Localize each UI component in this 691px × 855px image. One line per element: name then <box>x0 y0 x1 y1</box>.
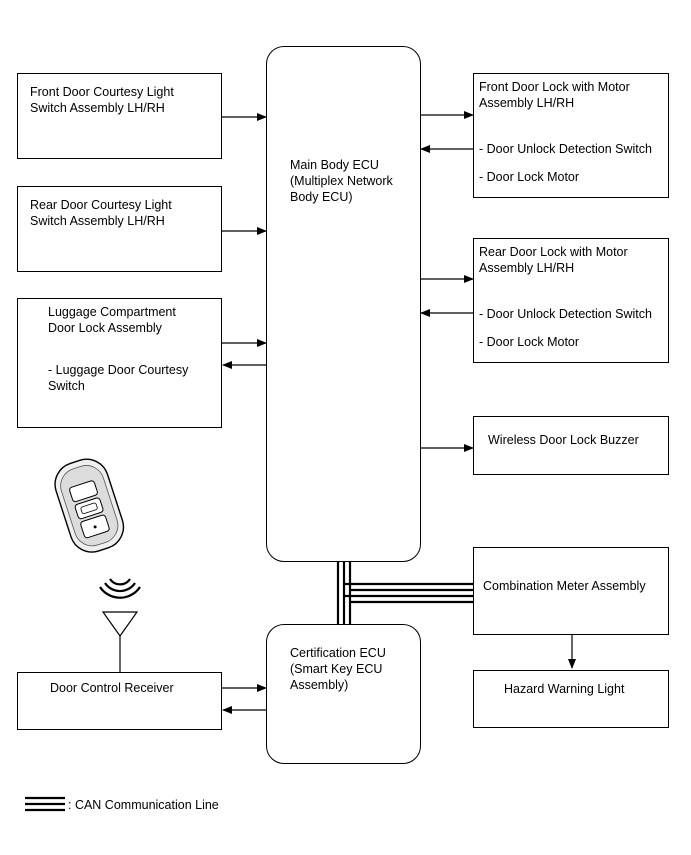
front-door-courtesy-switch-box: Front Door Courtesy Light Switch Assembl… <box>17 73 222 159</box>
antenna-icon <box>101 611 139 672</box>
luggage-title-line1: Luggage Compartment <box>48 305 176 319</box>
main-ecu-title-line1: Main Body ECU <box>290 158 379 172</box>
cert-ecu-title-line3: Assembly) <box>290 678 349 692</box>
hazard-warning-light-box: Hazard Warning Light <box>473 670 669 728</box>
smart-key-icon <box>54 458 125 553</box>
luggage-sub-line2: Switch <box>48 379 85 393</box>
front-door-lock-motor-box: Front Door Lock with Motor Assembly LH/R… <box>473 73 669 198</box>
luggage-compartment-lock-box: Luggage Compartment Door Lock Assembly -… <box>17 298 222 428</box>
buzzer-title: Wireless Door Lock Buzzer <box>488 433 639 447</box>
front-courtesy-title-line2: Switch Assembly LH/RH <box>30 101 165 115</box>
rear-lock-title-line2: Assembly LH/RH <box>479 261 575 275</box>
luggage-title-line2: Door Lock Assembly <box>48 321 162 335</box>
cert-ecu-title-line2: (Smart Key ECU <box>290 662 383 676</box>
radio-wave-icon <box>99 578 141 599</box>
rear-lock-title-line1: Rear Door Lock with Motor <box>479 245 628 259</box>
rear-door-courtesy-switch-box: Rear Door Courtesy Light Switch Assembly… <box>17 186 222 272</box>
legend-can-label: : CAN Communication Line <box>68 798 219 812</box>
front-lock-sub-line2: - Door Lock Motor <box>479 170 580 184</box>
front-courtesy-title-line1: Front Door Courtesy Light <box>30 85 174 99</box>
rear-courtesy-title-line2: Switch Assembly LH/RH <box>30 214 165 228</box>
hazard-title: Hazard Warning Light <box>504 682 625 696</box>
front-lock-sub-line1: - Door Unlock Detection Switch <box>479 142 652 156</box>
front-lock-title-line1: Front Door Lock with Motor <box>479 80 630 94</box>
legend-can-symbol <box>25 796 65 812</box>
cert-ecu-title-line1: Certification ECU <box>290 646 386 660</box>
rear-lock-sub-line2: - Door Lock Motor <box>479 335 580 349</box>
rear-door-lock-motor-box: Rear Door Lock with Motor Assembly LH/RH… <box>473 238 669 363</box>
meter-title: Combination Meter Assembly <box>483 579 646 593</box>
luggage-sub-line1: - Luggage Door Courtesy <box>48 363 189 377</box>
front-lock-title-line2: Assembly LH/RH <box>479 96 575 110</box>
receiver-title: Door Control Receiver <box>50 681 174 695</box>
can-line-vertical <box>336 562 352 624</box>
combination-meter-box: Combination Meter Assembly <box>473 547 669 635</box>
main-ecu-title-line3: Body ECU) <box>290 190 353 204</box>
rear-lock-sub-line1: - Door Unlock Detection Switch <box>479 307 652 321</box>
wireless-door-lock-buzzer-box: Wireless Door Lock Buzzer <box>473 416 669 475</box>
main-ecu-title-line2: (Multiplex Network <box>290 174 393 188</box>
rear-courtesy-title-line1: Rear Door Courtesy Light <box>30 198 172 212</box>
door-control-receiver-box: Door Control Receiver <box>17 672 222 730</box>
main-body-ecu-box: Main Body ECU (Multiplex Network Body EC… <box>266 46 421 562</box>
certification-ecu-box: Certification ECU (Smart Key ECU Assembl… <box>266 624 421 764</box>
can-line-horizontal <box>344 582 473 604</box>
